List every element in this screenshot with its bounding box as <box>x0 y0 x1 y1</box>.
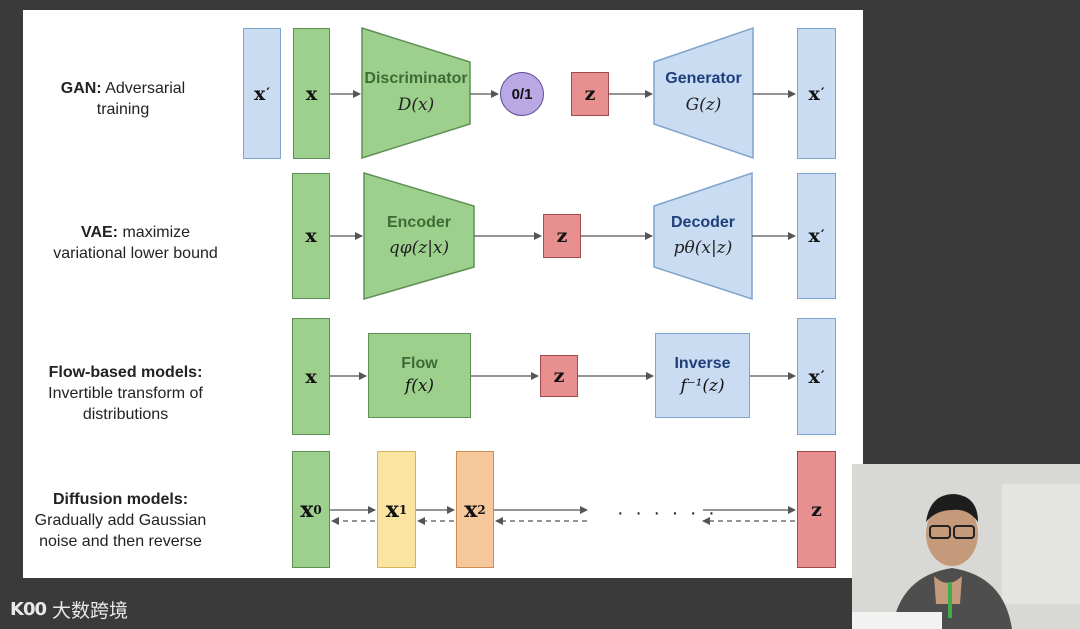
gan-output-label: x <box>808 82 820 105</box>
gan-output-box: x′ <box>797 28 836 159</box>
flow-output-label: x <box>808 365 820 388</box>
prime-mark: ′ <box>266 85 271 102</box>
discriminator-shape <box>361 26 471 160</box>
generator-shape <box>653 26 754 160</box>
label-flow-line1: Invertible transform of <box>48 385 203 402</box>
vae-input-label: x <box>305 225 317 247</box>
gan-real-sample-box: x′ <box>243 28 281 159</box>
label-gan-bold: GAN: <box>60 80 102 97</box>
encoder-title: Encoder <box>386 214 451 231</box>
slide: GAN: Adversarial training VAE: maximize … <box>23 10 863 578</box>
label-vae-bold: VAE: <box>80 224 119 241</box>
prime-mark: ′ <box>820 85 825 102</box>
flow-title: Flow <box>401 355 438 372</box>
diagram-shapes <box>330 26 796 525</box>
encoder-formula: qφ(z|x) <box>388 238 450 258</box>
flow-input-box: x <box>292 318 330 435</box>
diffusion-ellipsis: · · · · · · <box>617 502 718 524</box>
label-diffusion-line2: noise and then reverse <box>39 533 202 550</box>
presenter-webcam <box>852 464 1080 629</box>
gan-latent-box: z <box>571 72 609 116</box>
x0-base: x <box>300 496 314 523</box>
x2-base: x <box>464 496 478 523</box>
label-flow: Flow-based models: Invertible transform … <box>23 362 228 425</box>
gan-input-label: x <box>305 82 318 105</box>
label-gan-line1: Adversarial <box>101 80 186 97</box>
flow-input-label: x <box>305 365 317 388</box>
diffusion-latent-box: z <box>797 451 836 568</box>
binary-output-label: 0/1 <box>511 85 533 103</box>
decoder-shape <box>653 171 753 301</box>
label-vae-line1: maximize <box>118 224 191 241</box>
generator-title: Generator <box>665 70 742 87</box>
vae-latent-label: z <box>556 225 568 247</box>
discriminator-output-circle: 0/1 <box>500 72 544 116</box>
prime-mark: ′ <box>820 228 825 244</box>
x1-sub: 1 <box>398 502 408 517</box>
inverse-title: Inverse <box>674 355 731 372</box>
label-gan: GAN: Adversarial training <box>23 78 223 120</box>
vae-input-box: x <box>292 173 330 299</box>
label-diffusion: Diffusion models: Gradually add Gaussian… <box>23 489 218 552</box>
watermark-logo: K00 <box>10 599 47 620</box>
flow-latent-box: z <box>540 355 578 397</box>
x2-sub: 2 <box>477 502 486 517</box>
decoder-title: Decoder <box>670 214 736 231</box>
vae-output-label: x <box>808 225 820 247</box>
flow-output-box: x′ <box>797 318 836 435</box>
flow-formula: f(x) <box>404 376 435 396</box>
x1-base: x <box>385 496 399 523</box>
prime-mark: ′ <box>820 368 825 385</box>
gan-real-sample-label: x <box>253 82 266 105</box>
discriminator-title: Discriminator <box>364 70 468 87</box>
decoder-formula: pθ(x|z) <box>673 238 733 258</box>
flow-latent-label: z <box>553 365 565 387</box>
diffusion-latent-label: z <box>811 498 822 521</box>
label-flow-bold: Flow-based models: <box>48 364 203 381</box>
x0-sub: 0 <box>313 502 322 517</box>
label-diffusion-line1: Gradually add Gaussian <box>34 512 207 529</box>
generator-formula: G(z) <box>685 95 722 115</box>
discriminator-formula: D(x) <box>397 95 435 115</box>
label-gan-line2: training <box>96 101 150 118</box>
watermark-text: 大数跨境 <box>52 600 129 622</box>
label-vae: VAE: maximize variational lower bound <box>23 222 248 264</box>
label-diffusion-bold: Diffusion models: <box>52 491 189 508</box>
label-flow-line2: distributions <box>82 406 169 423</box>
label-vae-line2: variational lower bound <box>53 245 218 262</box>
flow-module-box: Flow f(x) <box>368 333 471 418</box>
encoder-shape <box>363 171 475 300</box>
presenter-image <box>852 464 1080 629</box>
gan-latent-label: z <box>584 83 596 105</box>
vae-output-box: x′ <box>797 173 836 299</box>
vae-latent-box: z <box>543 214 581 258</box>
watermark: K00 大数跨境 <box>10 596 128 623</box>
inverse-formula: f⁻¹(z) <box>680 376 725 396</box>
gan-input-box: x <box>293 28 330 159</box>
inverse-module-box: Inverse f⁻¹(z) <box>655 333 750 418</box>
